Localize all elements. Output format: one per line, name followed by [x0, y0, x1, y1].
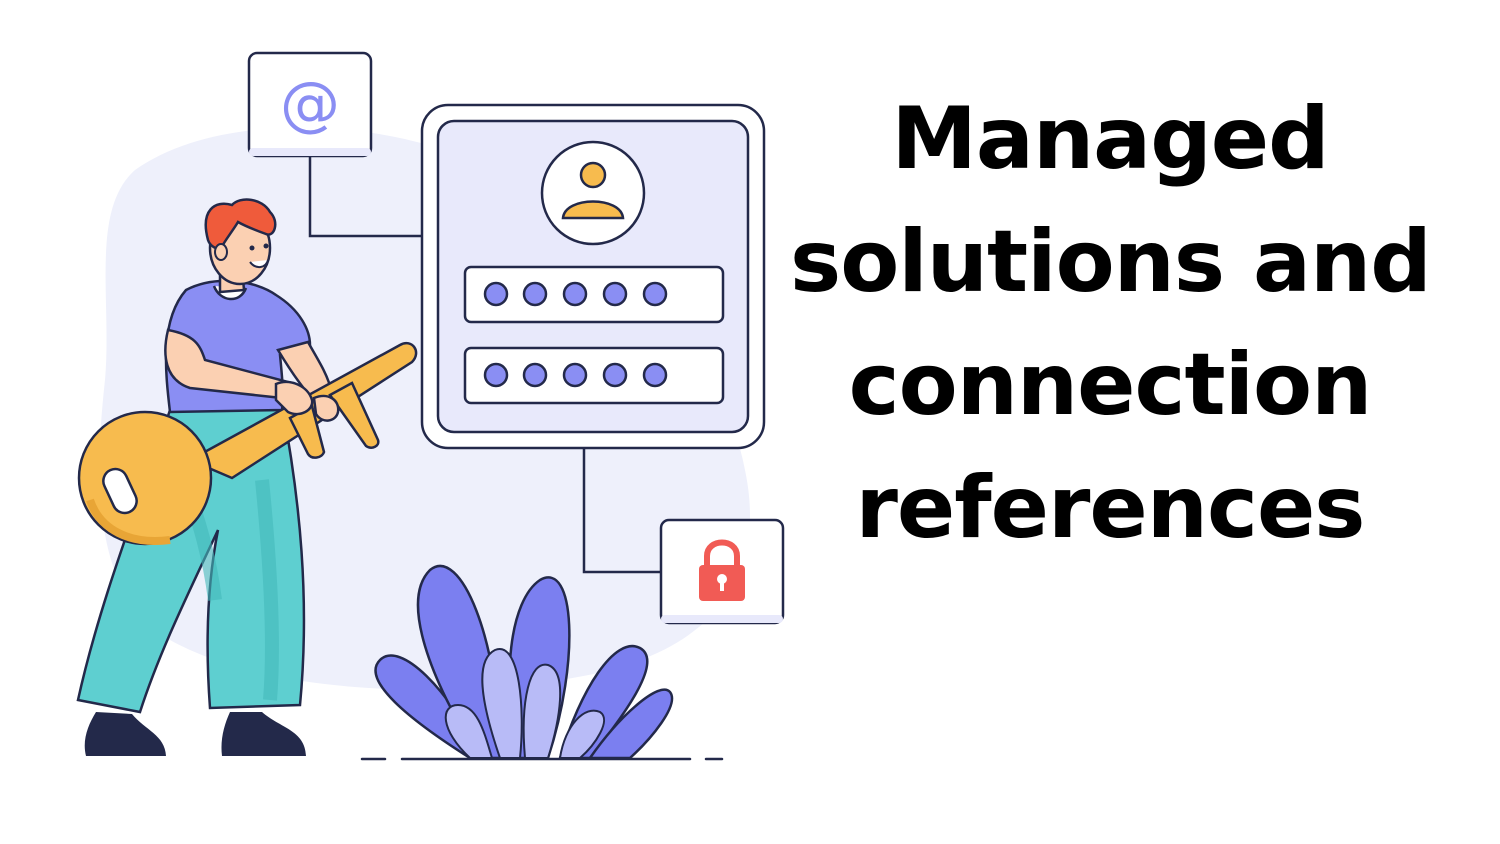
email-tile: @ [247, 51, 373, 158]
at-sign-icon: @ [280, 69, 340, 139]
hand-holding-key [274, 380, 314, 416]
padlock-icon [699, 539, 745, 601]
login-security-illustration: @ [76, 51, 785, 761]
pants [76, 403, 306, 714]
lock-tile [659, 518, 785, 625]
user-avatar-icon [540, 140, 646, 246]
title-line-1: Managed [891, 89, 1329, 189]
leaf-plant-icon [374, 564, 674, 760]
person-head [204, 198, 277, 286]
title-line-4: references [855, 458, 1366, 558]
person-character [76, 198, 418, 756]
login-panel [420, 103, 766, 450]
title-line-3: connection [848, 335, 1373, 435]
title-line-2: solutions and [790, 212, 1432, 312]
page-title: Managed solutions and connection referen… [790, 78, 1432, 570]
connector-line-email [308, 156, 422, 238]
password-field-2 [463, 346, 725, 405]
right-shoe [221, 712, 306, 756]
password-field-1 [463, 265, 725, 324]
left-shoe [84, 712, 166, 756]
connector-line-lock [582, 448, 661, 574]
